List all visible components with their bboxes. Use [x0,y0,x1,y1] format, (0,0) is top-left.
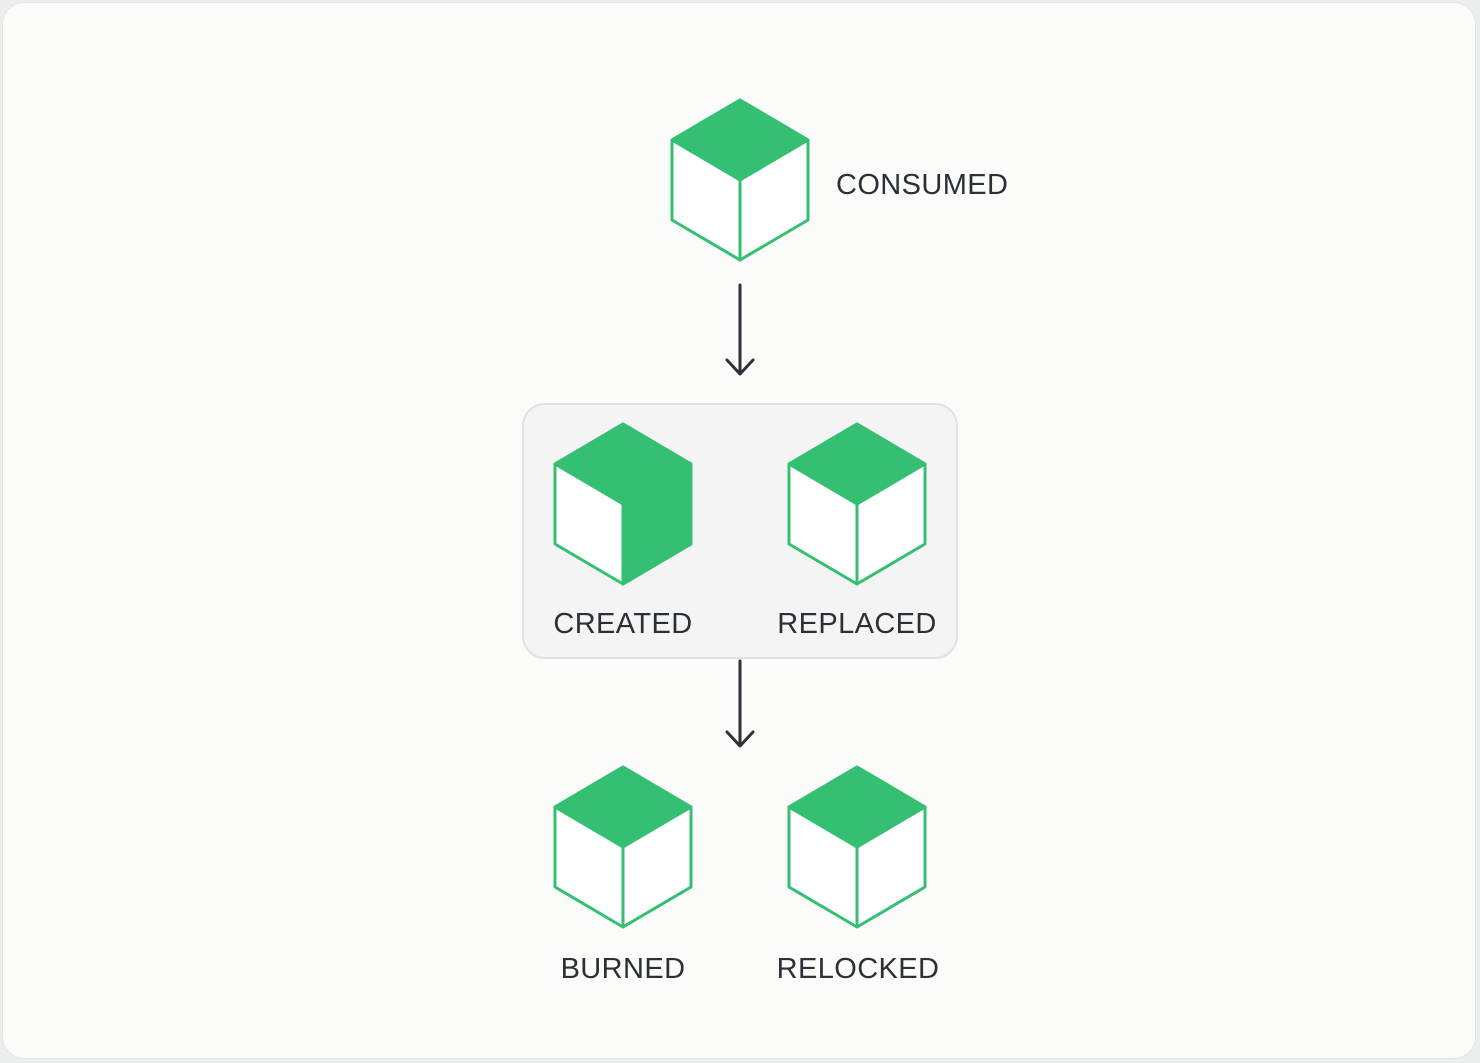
created-label: CREATED [553,608,692,640]
consumed-label: CONSUMED [836,169,1008,201]
arrow-down-icon [725,659,755,748]
replaced-label: REPLACED [777,608,937,640]
burned-cube-icon [553,765,693,929]
relocked-label: RELOCKED [777,953,940,985]
relocked-cube-icon [787,765,927,929]
created-cube-icon [553,422,693,586]
replaced-cube-icon [787,422,927,586]
burned-label: BURNED [561,953,686,985]
arrow-down-icon [725,283,755,376]
consumed-cube-icon [670,98,810,262]
